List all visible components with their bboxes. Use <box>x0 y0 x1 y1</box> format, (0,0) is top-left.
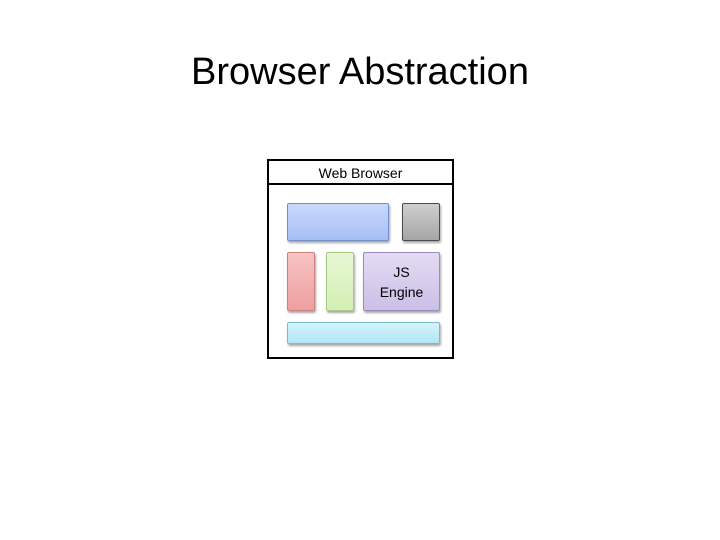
gray-component-box <box>402 203 440 241</box>
slide-title: Browser Abstraction <box>191 51 529 93</box>
js-engine-label: JS Engine <box>364 262 439 302</box>
green-component-box <box>326 252 354 311</box>
js-engine-box: JS Engine <box>363 252 440 311</box>
blue-component-box <box>287 203 389 241</box>
js-engine-label-line1: JS <box>393 264 410 280</box>
web-browser-box: Web Browser JS Engine <box>267 159 454 359</box>
cyan-component-box <box>287 322 440 344</box>
js-engine-label-line2: Engine <box>379 284 424 300</box>
web-browser-label: Web Browser <box>269 161 452 185</box>
red-component-box <box>287 252 315 311</box>
